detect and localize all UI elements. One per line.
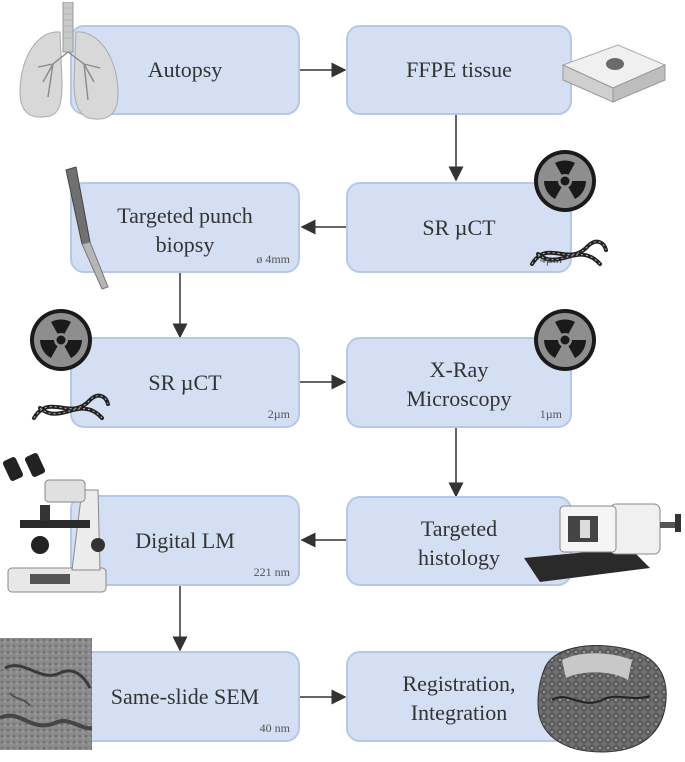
step-sem-resolution: 40 nm <box>259 721 290 735</box>
step-autopsy-label: Autopsy <box>147 57 223 82</box>
step-registration-label-2: Integration <box>410 700 508 725</box>
step-lm-label: Digital LM <box>135 528 235 553</box>
step-punch-biopsy: Targeted punch biopsy ø 4mm <box>70 182 300 273</box>
tissue-block-icon <box>561 44 667 103</box>
step-ffpe-label: FFPE tissue <box>406 57 512 82</box>
step-xray-label-1: X-Ray <box>429 357 489 382</box>
step-same-slide-sem: Same-slide SEM 40 nm <box>70 651 300 742</box>
step-xray-resolution: 1µm <box>539 407 562 421</box>
radiation-icon <box>534 309 596 371</box>
step-lm-resolution: 221 nm <box>253 565 290 579</box>
step-registration: Registration, Integration <box>346 651 572 742</box>
3d-render-icon <box>537 645 667 753</box>
step-histology-label-2: histology <box>418 545 500 570</box>
sample-rod-icon <box>32 393 110 420</box>
radiation-icon <box>30 309 92 371</box>
punch-tool-icon <box>65 166 109 290</box>
step-srct2-resolution: 2µm <box>267 407 290 421</box>
step-srct2-label: SR µCT <box>148 370 222 395</box>
step-ffpe: FFPE tissue <box>346 25 572 115</box>
sample-rod-icon <box>530 239 608 266</box>
microtome-icon <box>524 503 681 582</box>
step-srct1-label: SR µCT <box>422 215 496 240</box>
step-punch-label-1: Targeted punch <box>117 203 253 228</box>
lungs-icon <box>19 2 119 120</box>
step-digital-lm: Digital LM 221 nm <box>70 495 300 586</box>
radiation-icon <box>534 150 596 212</box>
step-registration-label-1: Registration, <box>402 671 516 696</box>
step-sem-label: Same-slide SEM <box>110 684 260 709</box>
step-srct-2: SR µCT 2µm <box>70 337 300 428</box>
sem-image-icon <box>0 638 92 750</box>
step-histology-label-1: Targeted <box>420 516 498 541</box>
microscope-icon <box>2 453 107 593</box>
step-xray-microscopy: X-Ray Microscopy 1µm <box>346 337 572 428</box>
step-punch-label-2: biopsy <box>155 232 215 257</box>
step-punch-resolution: ø 4mm <box>256 252 290 266</box>
step-xray-label-2: Microscopy <box>406 386 512 411</box>
